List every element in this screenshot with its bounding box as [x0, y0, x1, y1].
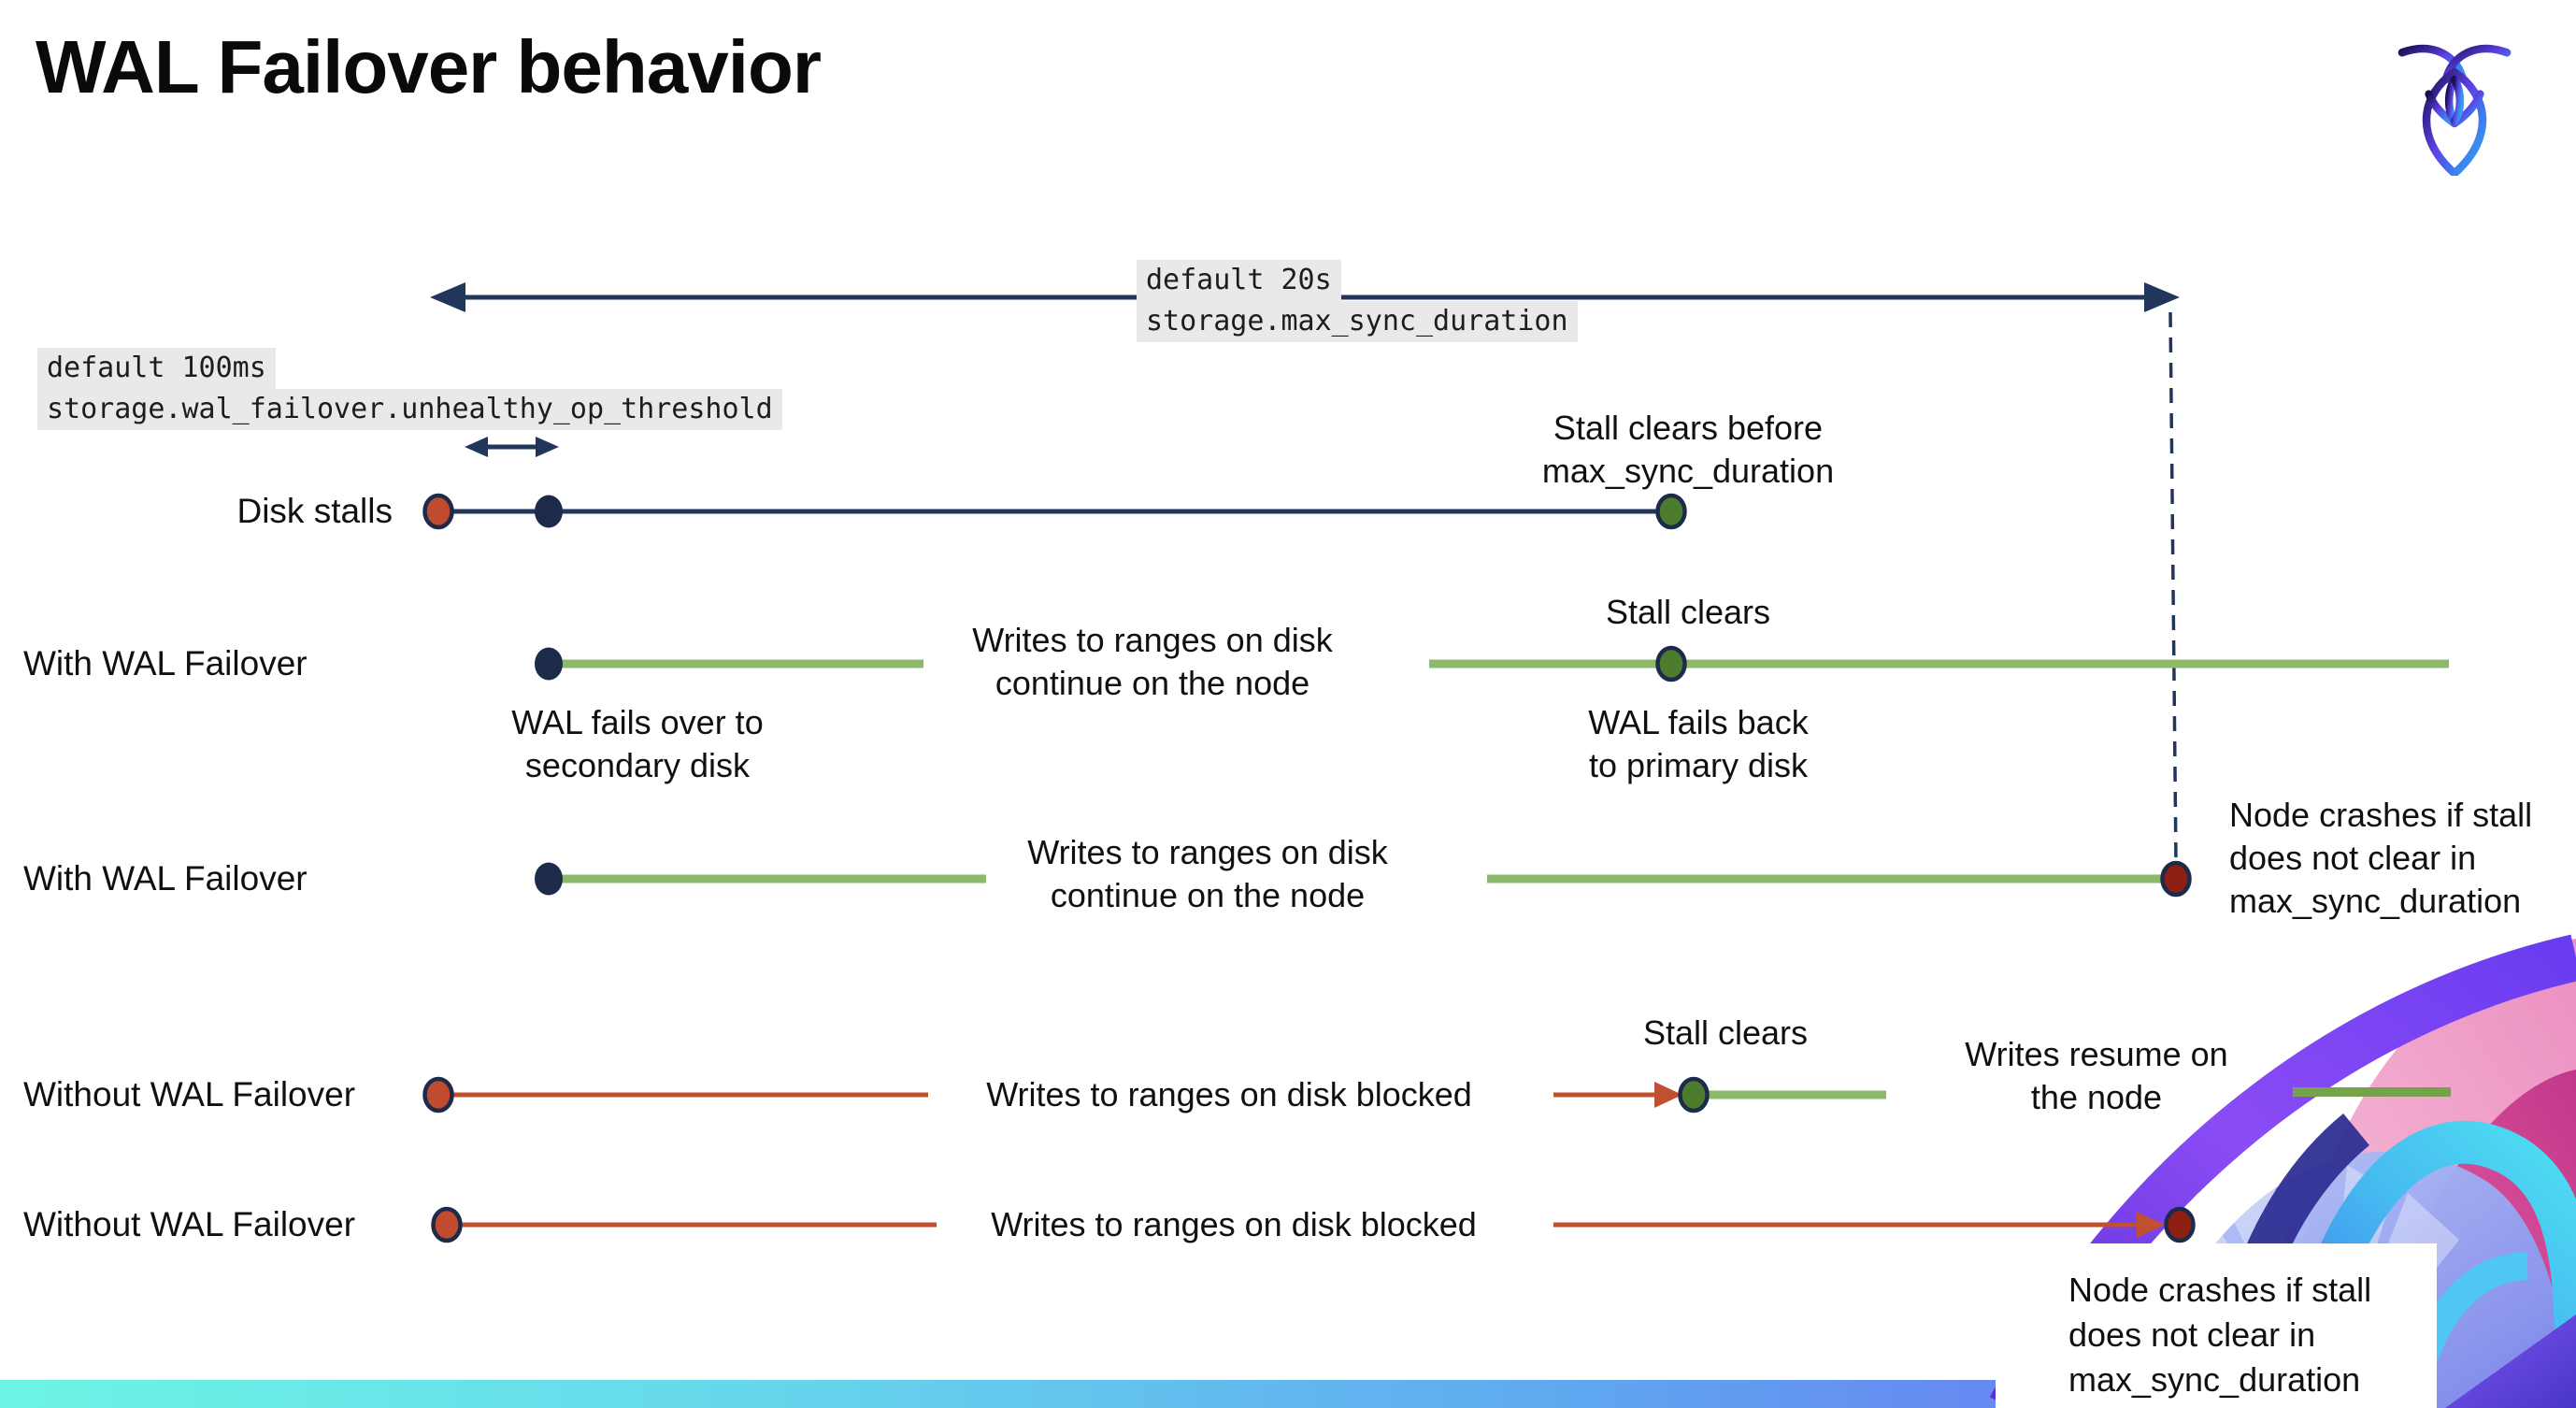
- row-label-without-wal-failover-2: Without WAL Failover: [23, 1205, 356, 1243]
- failover-dot: [535, 862, 563, 896]
- note-stall-clears-2: Stall clears: [1642, 1013, 1809, 1052]
- roach-lens-right: [2450, 75, 2465, 125]
- brand-corner-fill: [2445, 1315, 2576, 1408]
- stall-start-dot: [431, 1206, 463, 1243]
- unhealthy-op-setting-name: storage.wal_failover.unhealthy_op_thresh…: [37, 389, 782, 430]
- failover-dot: [535, 647, 563, 681]
- note-node-crashes-2: Node crashes if stall does not clear in …: [1996, 1243, 2437, 1408]
- stall-start-dot: [422, 493, 454, 530]
- crash-dot: [2164, 1206, 2196, 1243]
- note-writes-blocked-2: Writes to ranges on disk blocked: [991, 1205, 1477, 1243]
- without-failover-crash-timeline: [431, 1206, 2196, 1243]
- stall-clears-dot: [1655, 493, 1687, 530]
- crash-dot: [2160, 860, 2192, 898]
- note-wal-fails-back: WAL fails back to primary disk: [1588, 703, 1809, 784]
- max-sync-setting-name: storage.max_sync_duration: [1137, 301, 1578, 342]
- note-wal-fails-over: WAL fails over to secondary disk: [511, 703, 764, 784]
- row-label-disk-stalls: Disk stalls: [236, 492, 393, 530]
- cockroachdb-logo: [2397, 44, 2512, 176]
- row-label-with-wal-failover-2: With WAL Failover: [23, 859, 308, 898]
- with-failover-crash-timeline: [535, 860, 2192, 898]
- disk-stalls-timeline: [422, 493, 1687, 530]
- without-failover-clears-timeline: [422, 1076, 2451, 1113]
- threshold-dot: [535, 495, 563, 528]
- note-node-crashes-1: Node crashes if stall does not clear in …: [2229, 796, 2533, 920]
- note-writes-continue-1: Writes to ranges on disk continue on the…: [972, 621, 1333, 702]
- row-label-without-wal-failover-1: Without WAL Failover: [23, 1075, 356, 1113]
- with-failover-clears-timeline: [535, 645, 2449, 682]
- note-stall-clears-1: Stall clears: [1605, 593, 1771, 631]
- max-sync-dashed-line: [2168, 311, 2178, 863]
- row-label-with-wal-failover-1: With WAL Failover: [23, 644, 308, 682]
- unhealthy-op-threshold-arrow: [465, 437, 559, 457]
- max-sync-default-label: default 20s: [1137, 260, 1341, 301]
- note-writes-resume: Writes resume on the node: [1965, 1035, 2228, 1116]
- note-writes-blocked-1: Writes to ranges on disk blocked: [986, 1075, 1472, 1113]
- note-stall-clears-before: Stall clears before max_sync_duration: [1541, 409, 1835, 490]
- stall-clears-dot: [1678, 1076, 1710, 1113]
- unhealthy-op-default-label: default 100ms: [37, 348, 276, 389]
- note-writes-continue-2: Writes to ranges on disk continue on the…: [1027, 833, 1388, 914]
- page-title: WAL Failover behavior: [36, 25, 822, 108]
- stall-start-dot: [422, 1076, 454, 1113]
- stall-clears-dot: [1655, 645, 1687, 682]
